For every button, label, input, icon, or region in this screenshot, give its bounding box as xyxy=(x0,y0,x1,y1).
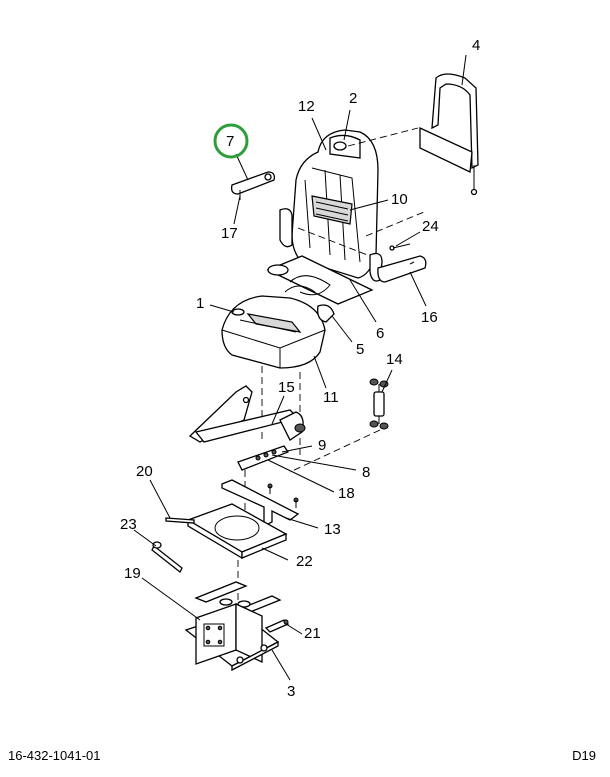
seat-frame xyxy=(188,385,306,443)
seat-cushion xyxy=(221,295,335,369)
callout-labels: 4 2 12 7 17 10 24 16 6 5 1 11 14 15 9 8 … xyxy=(120,37,480,700)
callout-8: 8 xyxy=(362,464,370,481)
leader-lines xyxy=(133,54,467,681)
callout-15: 15 xyxy=(278,379,295,396)
left-armrest xyxy=(230,171,276,200)
callout-13: 13 xyxy=(324,521,341,538)
seat-base xyxy=(184,602,290,672)
right-armrest xyxy=(377,243,427,283)
seat-wire-frame xyxy=(266,255,374,305)
callout-7: 7 xyxy=(226,133,234,150)
callout-4: 4 xyxy=(472,37,480,54)
callout-12: 12 xyxy=(298,98,315,115)
page-code: D19 xyxy=(572,748,596,763)
mounting-bracket xyxy=(221,479,300,528)
callout-23: 23 xyxy=(120,516,137,533)
callout-24: 24 xyxy=(422,218,439,235)
callout-22: 22 xyxy=(296,553,313,570)
callout-5: 5 xyxy=(356,341,364,358)
callout-18: 18 xyxy=(338,485,355,502)
callout-14: 14 xyxy=(386,351,403,368)
seat-back-cushion xyxy=(279,129,383,282)
callout-11: 11 xyxy=(323,389,339,406)
document-number: 16-432-1041-01 xyxy=(8,748,101,763)
callout-19: 19 xyxy=(124,565,141,582)
slide-rail xyxy=(237,445,289,471)
callout-3: 3 xyxy=(287,683,295,700)
release-lever xyxy=(165,517,195,524)
callout-20: 20 xyxy=(136,463,153,480)
callout-1: 1 xyxy=(196,295,204,312)
shock-absorber xyxy=(369,378,389,430)
callout-6: 6 xyxy=(376,325,384,342)
adjustment-handle xyxy=(151,541,183,574)
callout-16: 16 xyxy=(421,309,438,326)
callout-10: 10 xyxy=(391,191,408,208)
callout-9: 9 xyxy=(318,437,326,454)
callout-17: 17 xyxy=(221,225,238,242)
backrest-frame xyxy=(419,73,479,196)
assembly-guide-lines xyxy=(237,127,425,600)
highlight-ring xyxy=(213,123,249,159)
callout-21: 21 xyxy=(304,625,321,642)
callout-2: 2 xyxy=(349,90,357,107)
swivel-plate xyxy=(186,503,288,560)
